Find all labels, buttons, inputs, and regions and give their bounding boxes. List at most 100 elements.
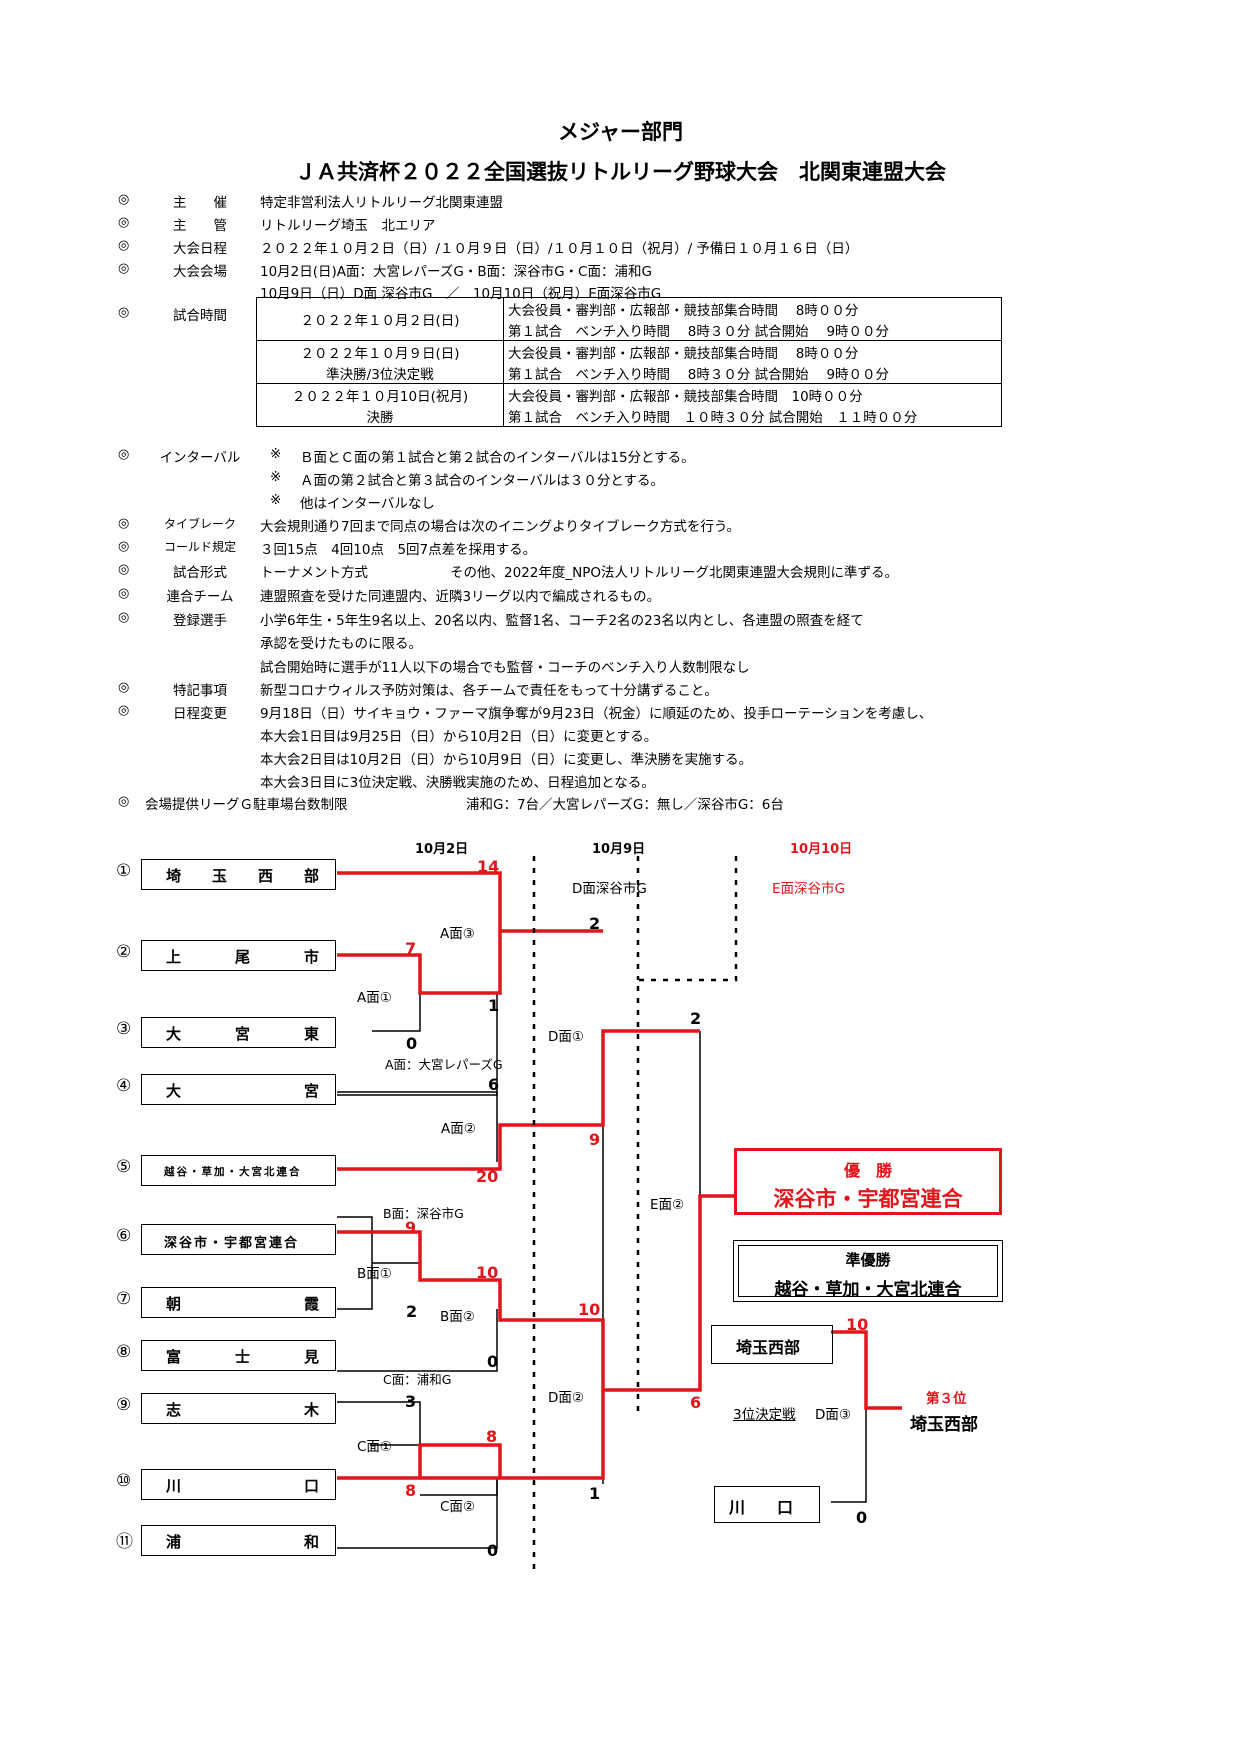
score: 6: [488, 1075, 500, 1094]
team-number: ④: [116, 1076, 132, 1096]
team-name-char: 見: [304, 1348, 320, 1366]
match-label-a3: A面③: [440, 926, 475, 942]
team-name-char: 士: [235, 1348, 251, 1366]
match-label-d3: D面③: [815, 1407, 851, 1423]
field-a-label: A面：大宮レパーズG: [385, 1057, 503, 1072]
field-e-label: E面深谷市G: [772, 881, 845, 897]
third-place-label: 第３位: [926, 1391, 967, 1407]
team-number: ⑥: [116, 1226, 132, 1246]
team-box: 川 口: [141, 1469, 336, 1500]
team-box: 上 尾 市: [141, 940, 336, 971]
score: 2: [589, 914, 601, 933]
schedule-line: 大会役員・審判部・広報部・競技部集合時間 8時００分: [503, 297, 1002, 319]
bullet-mark: ◎: [118, 215, 130, 230]
team-box: 朝 霞: [141, 1287, 336, 1318]
match-label-a2: A面②: [441, 1121, 476, 1137]
team-name-char: 浦: [166, 1533, 182, 1551]
parking-label: 会場提供リーグＧ駐車場台数制限: [145, 797, 348, 813]
note-mark: ※: [270, 446, 282, 462]
runner-up-team: 越谷・草加・大宮北連合: [774, 1280, 962, 1300]
change-line-3: 本大会2日目は10月2日（日）から10月9日（日）に変更し、準決勝を実施する。: [260, 752, 753, 768]
dates-label: 大会日程: [173, 241, 227, 257]
score: 1: [589, 1484, 601, 1503]
team-name-char: 玉: [212, 867, 228, 885]
score: 0: [487, 1352, 499, 1371]
parking-value: 浦和G：7台／大宮レパーズG：無し／深谷市G：6台: [466, 797, 784, 813]
bullet-mark: ◎: [118, 539, 130, 554]
team-name-char: 霞: [304, 1295, 320, 1313]
org-value: リトルリーグ埼玉 北エリア: [260, 218, 436, 234]
venue-line-1: 10月2日(日)A面：大宮レパーズG・B面：深谷市G・C面：浦和G: [260, 264, 652, 280]
score: 0: [487, 1541, 499, 1560]
change-label: 日程変更: [173, 706, 227, 722]
change-line-4: 本大会3日目に3位決定戦、決勝戦実施のため、日程追加となる。: [260, 775, 655, 791]
joint-label: 連合チーム: [166, 589, 234, 605]
match-label-c2: C面②: [440, 1499, 476, 1515]
team-number: ⑩: [116, 1471, 132, 1491]
match-label-d1: D面①: [548, 1029, 584, 1045]
team-number: ②: [116, 942, 132, 962]
schedule-line: 大会役員・審判部・広報部・競技部集合時間 8時００分: [503, 340, 1002, 362]
bullet-mark: ◎: [118, 516, 130, 531]
score: 0: [406, 1034, 418, 1053]
field-c-label: C面：浦和G: [383, 1372, 452, 1387]
schedule-line: 大会役員・審判部・広報部・競技部集合時間 10時００分: [503, 383, 1002, 405]
team-name-char: 木: [304, 1401, 320, 1419]
day-2-header: 10月9日: [592, 842, 646, 857]
note-mark: ※: [270, 492, 282, 508]
team-name-char: 市: [304, 948, 320, 966]
day-1-header: 10月2日: [415, 842, 469, 857]
score: 10: [476, 1263, 499, 1282]
tiebreak-label: タイブレーク: [163, 517, 236, 531]
reg-line-1: 小学6年生・5年生9名以上、20名以内、監督1名、コーチ2名の23名以内とし、各…: [260, 613, 864, 629]
score: 7: [405, 939, 417, 958]
third-game-team-top-name: 埼玉西部: [736, 1338, 801, 1357]
tiebreak-value: 大会規則通り7回まで同点の場合は次のイニングよりタイブレーク方式を行う。: [260, 519, 741, 535]
match-label-d2: D面②: [548, 1390, 584, 1406]
team-number: ⑦: [116, 1289, 132, 1309]
champion-label: 優 勝: [843, 1161, 892, 1180]
third-place-team: 埼玉西部: [910, 1415, 978, 1435]
third-game-team-bottom: 川 口: [714, 1486, 820, 1523]
team-box: 深谷市・宇都宮連合: [141, 1224, 336, 1255]
special-value: 新型コロナウィルス予防対策は、各チームで責任をもって十分講ずること。: [260, 683, 718, 699]
bullet-mark: ◎: [118, 680, 130, 695]
interval-line-1: Ｂ面とＣ面の第１試合と第２試合のインターバルは15分とする。: [300, 450, 695, 466]
runner-up-inner: 準優勝 越谷・草加・大宮北連合: [738, 1245, 998, 1300]
bullet-mark: ◎: [118, 586, 130, 601]
match-label-a1: A面①: [357, 990, 392, 1006]
format-label: 試合形式: [173, 565, 227, 581]
runner-up-box: 準優勝 越谷・草加・大宮北連合: [733, 1240, 1003, 1302]
team-number: ⑤: [116, 1157, 132, 1177]
team-name-char: 口: [304, 1477, 320, 1495]
special-label: 特記事項: [173, 683, 227, 699]
reg-line-3: 試合開始時に選手が11人以下の場合でも監督・コーチのベンチ入り人数制限なし: [260, 660, 750, 676]
team-box: 富 士 見: [141, 1340, 336, 1371]
schedule-line: 第１試合 ベンチ入り時間 １０時３０分 試合開始 １１時００分: [503, 405, 1002, 427]
score: 9: [405, 1218, 417, 1237]
score: 2: [690, 1009, 702, 1028]
match-label-c1: C面①: [357, 1439, 393, 1455]
team-name-char: 志: [166, 1401, 182, 1419]
called-value: ３回15点 4回10点 5回7点差を採用する。: [260, 542, 537, 558]
bullet-mark: ◎: [118, 192, 130, 207]
score: 10: [578, 1300, 601, 1319]
schedule-line: 第１試合 ベンチ入り時間 8時３０分 試合開始 9時００分: [503, 362, 1002, 384]
change-line-2: 本大会1日目は9月25日（日）から10月2日（日）に変更とする。: [260, 729, 658, 745]
bullet-mark: ◎: [118, 305, 130, 320]
team-name-char: 西: [258, 867, 274, 885]
note-mark: ※: [270, 469, 282, 485]
bullet-mark: ◎: [118, 703, 130, 718]
interval-line-2: Ａ面の第２試合と第３試合のインターバルは３０分とする。: [300, 473, 664, 489]
time-label: 試合時間: [173, 308, 227, 324]
day-3-header: 10月10日: [790, 842, 853, 857]
schedule-sub: 決勝: [256, 405, 504, 427]
team-name-char: 大: [166, 1082, 182, 1100]
team-box: 志 木: [141, 1393, 336, 1424]
reg-line-2: 承認を受けたものに限る。: [260, 636, 422, 652]
team-name-char: 宮: [304, 1082, 320, 1100]
score: 0: [856, 1508, 868, 1527]
called-label: コールド規定: [163, 540, 236, 554]
team-number: ①: [116, 861, 132, 881]
